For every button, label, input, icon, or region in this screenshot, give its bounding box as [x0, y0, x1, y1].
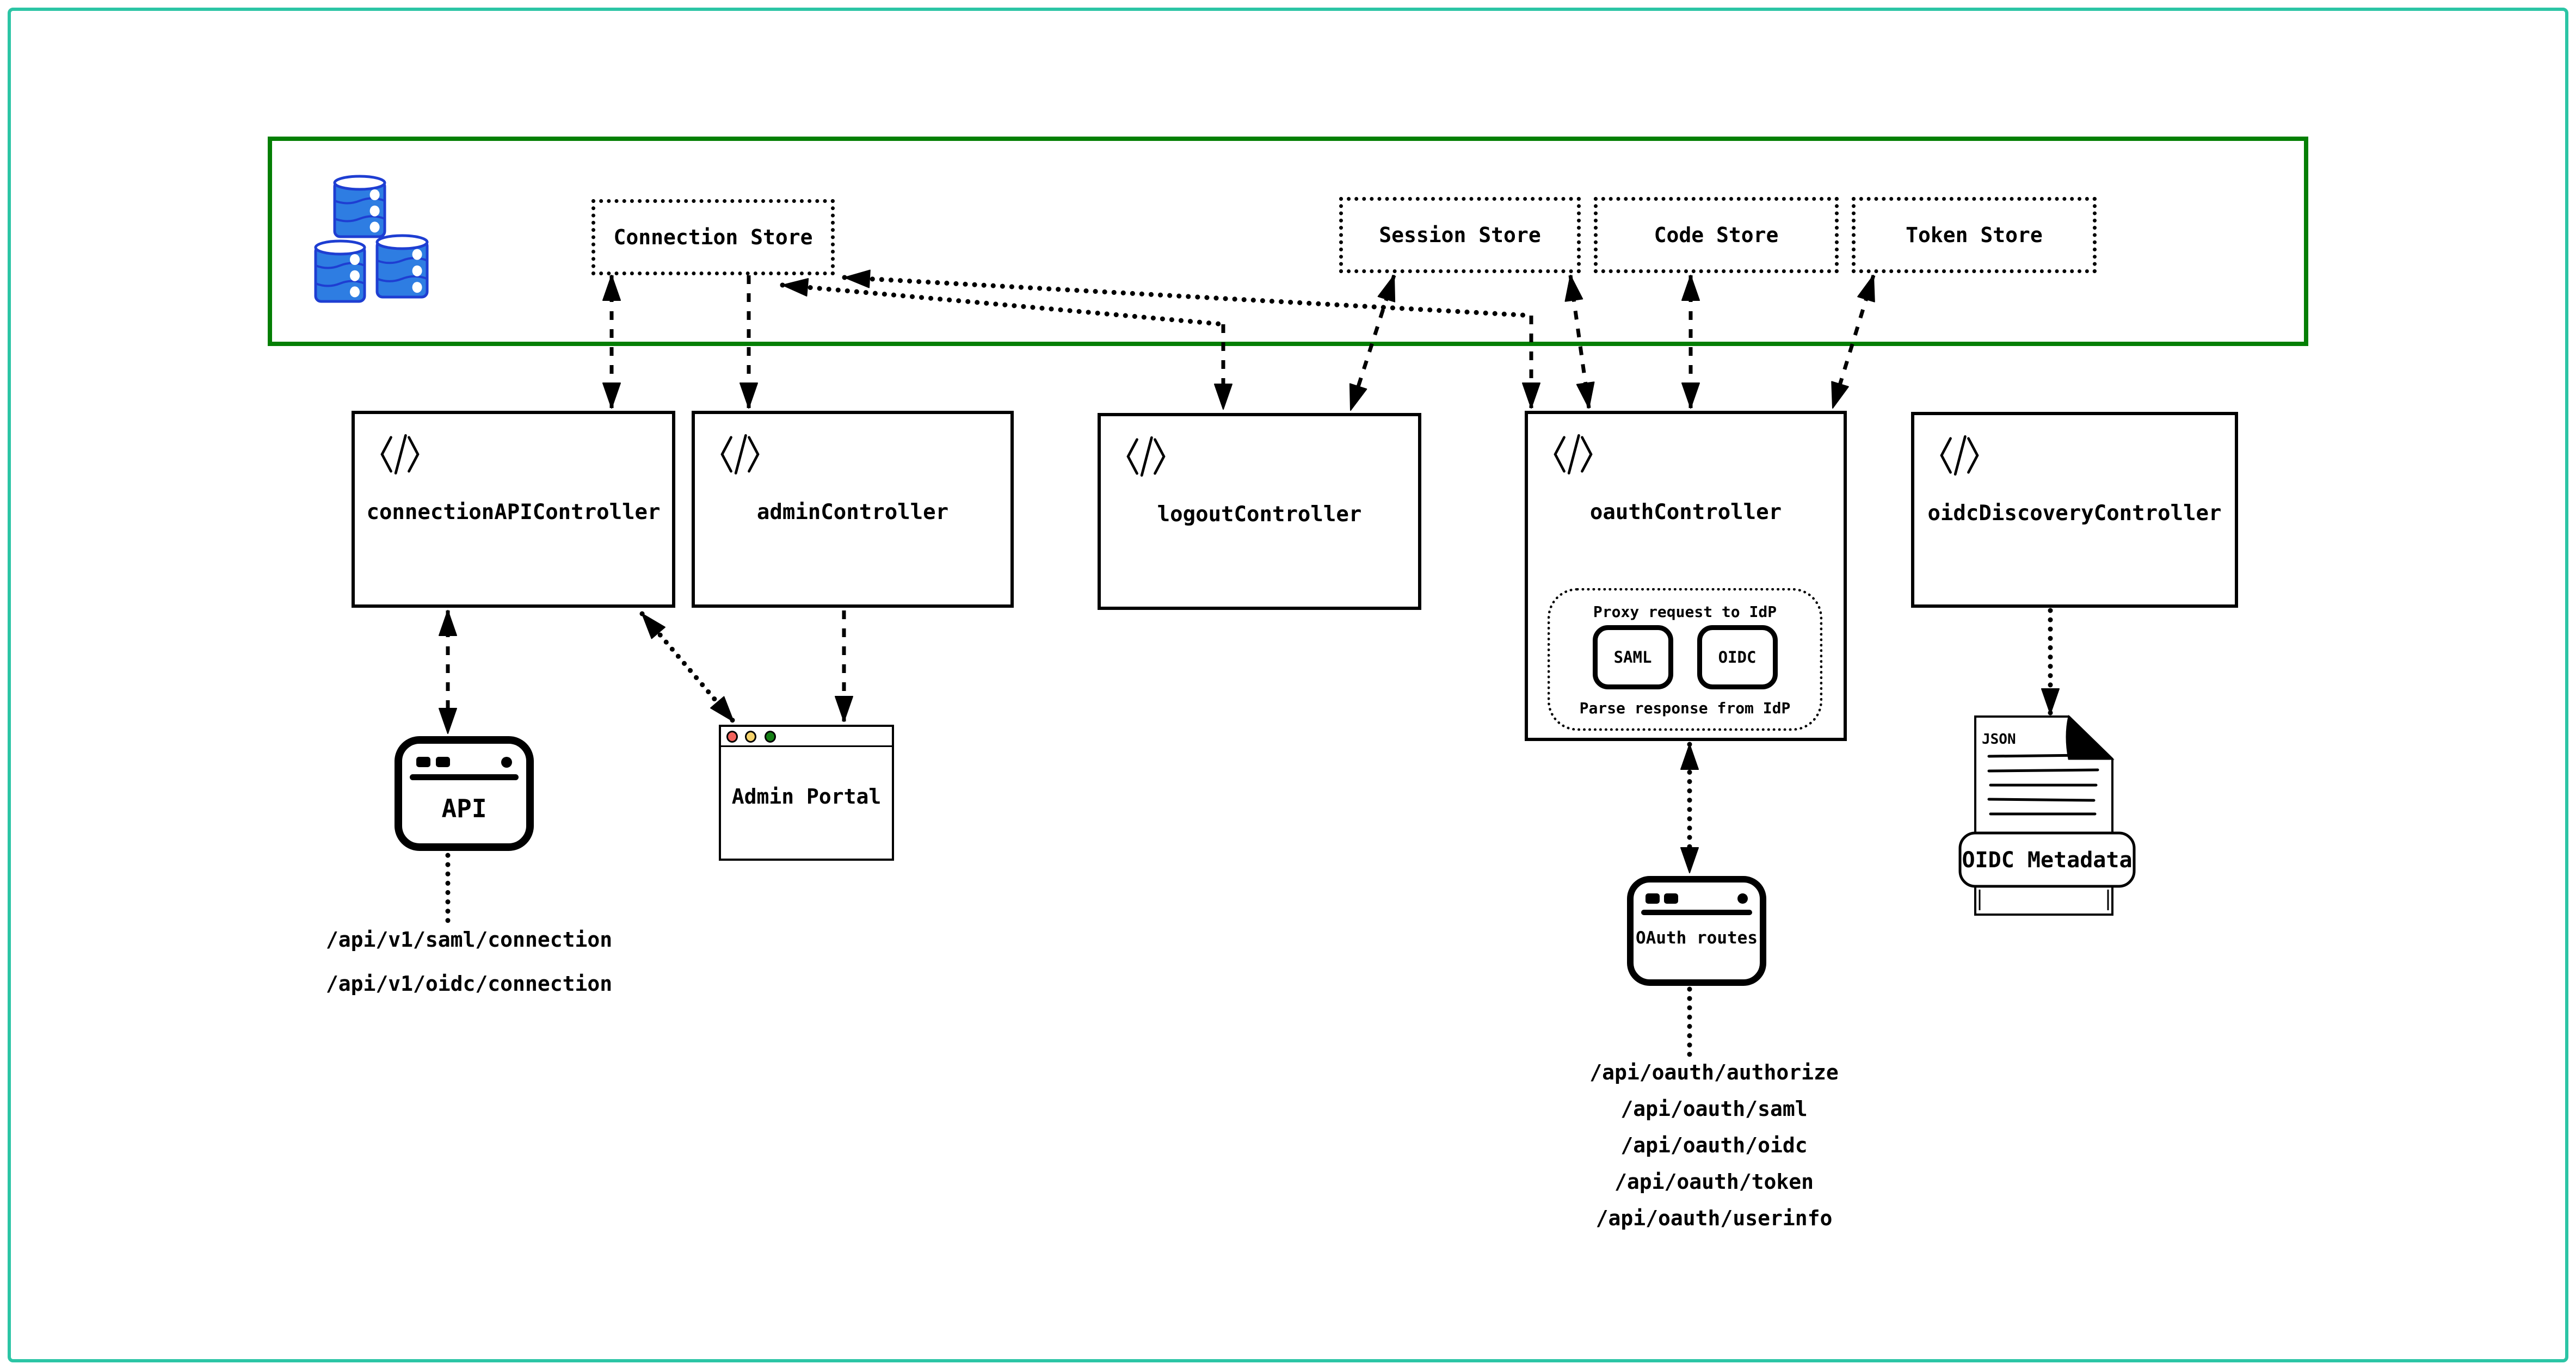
store-code: Code Store — [1594, 197, 1839, 273]
admin-portal-label: Admin Portal — [731, 785, 882, 809]
close-traffic-light-icon — [726, 731, 738, 743]
store-connection: Connection Store — [591, 199, 835, 275]
controller-admin: adminController — [692, 411, 1014, 608]
window-button-icon — [416, 757, 430, 767]
oauth-endpoint: /api/oauth/authorize — [1589, 1060, 1839, 1084]
controller-oauth: oauthController Proxy request to IdP SAM… — [1525, 411, 1847, 741]
window-button-icon — [436, 757, 450, 767]
idp-protocol-row: SAML OIDC — [1550, 625, 1820, 689]
api-window-label: API — [441, 794, 487, 823]
window-dot-icon — [501, 757, 512, 768]
window-toolbar-line — [1641, 910, 1752, 915]
oauth-endpoint: /api/oauth/saml — [1620, 1097, 1808, 1121]
oauth-endpoint: /api/oauth/oidc — [1620, 1133, 1808, 1157]
idp-proxy-top-label: Proxy request to IdP — [1593, 603, 1777, 621]
oauth-routes-window: OAuth routes — [1627, 876, 1766, 986]
store-session-label: Session Store — [1379, 223, 1541, 247]
controller-oidc-discovery: oidcDiscoveryController — [1911, 412, 2238, 608]
store-connection-label: Connection Store — [613, 225, 813, 249]
browser-title-bar — [721, 727, 892, 747]
controller-oidc-discovery-label: oidcDiscoveryController — [1927, 501, 2222, 526]
controller-connection-api-label: connectionAPIController — [366, 500, 661, 524]
outer-frame — [8, 8, 2568, 1362]
maximize-traffic-light-icon — [765, 731, 776, 743]
minimize-traffic-light-icon — [745, 731, 756, 743]
window-button-icon — [1646, 893, 1660, 904]
code-icon — [1126, 436, 1166, 477]
controller-logout-label: logoutController — [1157, 502, 1362, 527]
store-session: Session Store — [1339, 197, 1581, 273]
store-token-label: Token Store — [1906, 223, 2043, 247]
oauth-routes-label: OAuth routes — [1636, 928, 1758, 948]
oidc-button: OIDC — [1697, 625, 1778, 689]
idp-proxy-box: Proxy request to IdP SAML OIDC Parse res… — [1548, 588, 1822, 731]
controller-connection-api: connectionAPIController — [352, 411, 675, 608]
controller-logout: logoutController — [1098, 413, 1421, 610]
saml-button: SAML — [1592, 625, 1673, 689]
window-toolbar-line — [410, 774, 519, 780]
admin-portal-window: Admin Portal — [719, 725, 894, 861]
api-window: API — [395, 736, 534, 851]
store-code-label: Code Store — [1654, 223, 1779, 247]
window-dot-icon — [1737, 893, 1748, 904]
code-icon — [720, 434, 760, 475]
oauth-endpoint: /api/oauth/userinfo — [1595, 1206, 1833, 1230]
code-icon — [380, 434, 420, 475]
api-endpoint: /api/v1/oidc/connection — [325, 972, 613, 996]
idp-proxy-bottom-label: Parse response from IdP — [1579, 699, 1791, 717]
store-token: Token Store — [1852, 197, 2097, 273]
controller-admin-label: adminController — [756, 500, 949, 524]
oauth-endpoint: /api/oauth/token — [1614, 1170, 1814, 1194]
code-icon — [1940, 435, 1979, 476]
window-button-icon — [1664, 893, 1678, 904]
api-endpoint: /api/v1/saml/connection — [325, 928, 613, 952]
controller-oauth-label: oauthController — [1589, 500, 1782, 524]
code-icon — [1554, 434, 1593, 475]
